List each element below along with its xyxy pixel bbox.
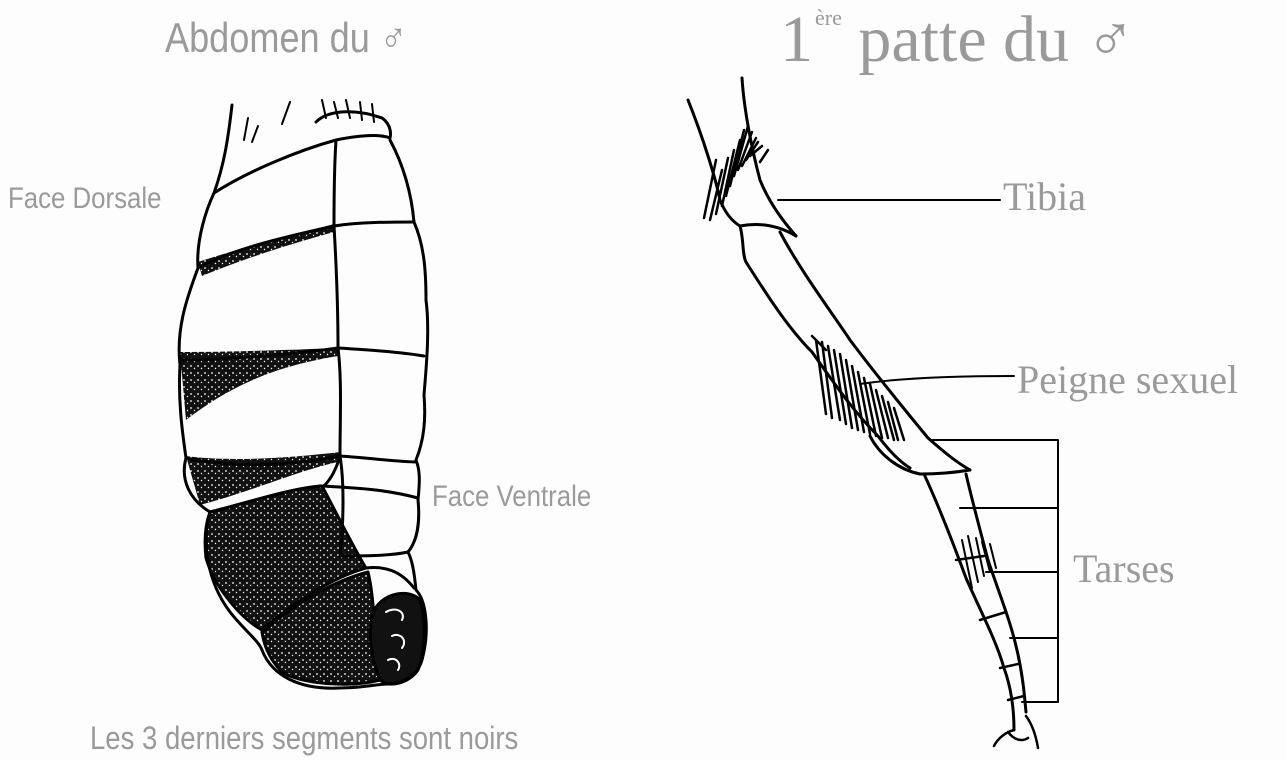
label-sex-comb: Peigne sexuel (1017, 356, 1238, 403)
tarsus-right-edge (966, 474, 1026, 712)
abdomen-drawing (179, 100, 428, 688)
leg-title-number: 1 (780, 3, 813, 76)
segment-line-6 (366, 568, 414, 588)
leg-title: 1ère patte du ♂ (780, 2, 1135, 78)
tarsus-left-edge (924, 474, 1014, 730)
abdomen-title: Abdomen du ♂ (165, 14, 407, 62)
tibia-distal-end (870, 436, 970, 474)
abdomen-caption: Les 3 derniers segments sont noirs (90, 720, 518, 757)
tarsi-bracket (930, 440, 1058, 702)
label-tarsi: Tarses (1073, 545, 1175, 592)
leg-title-main: patte du ♂ (858, 3, 1135, 76)
tibia-left-edge (746, 262, 910, 468)
abdomen-base-membrane (214, 105, 391, 193)
label-ventral-face: Face Ventrale (432, 480, 591, 514)
label-dorsal-face: Face Dorsale (8, 182, 161, 216)
leg-title-ordinal: ère (815, 5, 842, 30)
label-tibia: Tibia (1003, 173, 1086, 220)
tarsal-claws (994, 716, 1038, 748)
